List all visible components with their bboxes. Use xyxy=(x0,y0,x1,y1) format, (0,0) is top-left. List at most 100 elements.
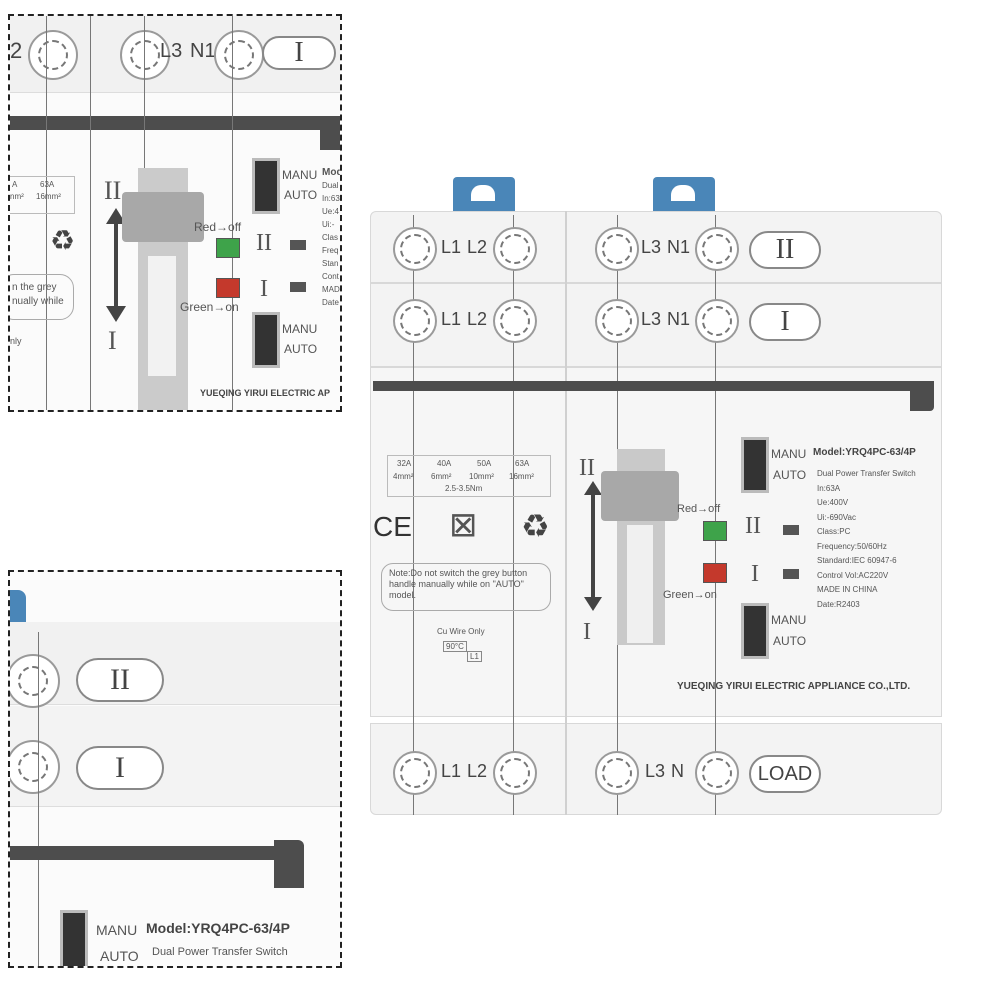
position-i-label: I xyxy=(108,326,117,355)
spec-line: In:63 xyxy=(322,194,340,203)
spec-line: Standard:IEC 60947-6 xyxy=(817,556,897,565)
terminal-screw xyxy=(393,751,437,795)
spec-line: Date:R2403 xyxy=(817,599,860,609)
spec-line: Freq xyxy=(322,246,339,255)
source1-pill: I xyxy=(262,36,336,70)
manu-label: MANU xyxy=(282,168,318,182)
zoom-stripe-end xyxy=(320,116,340,150)
body-stripe-end xyxy=(910,381,934,411)
rating-torque: 2.5-3.5Nm xyxy=(445,484,483,493)
manu-auto-switch-top[interactable] xyxy=(741,437,769,493)
blue-clip-fragment xyxy=(10,590,26,626)
terminal-label: L1 xyxy=(441,761,462,781)
zoom-stripe xyxy=(10,846,300,860)
spec-line: Cont xyxy=(322,272,339,281)
zoom-rating-table xyxy=(10,176,75,214)
zoom-row-ii xyxy=(10,622,340,705)
load-pill: LOAD xyxy=(749,755,821,793)
rating-current: 32A xyxy=(397,459,412,468)
spec-line: Dual Power Transfer Switch xyxy=(817,469,916,478)
rating-cable: 4mm² xyxy=(393,472,414,481)
status-i-slot xyxy=(290,282,306,292)
body-stripe xyxy=(373,381,933,391)
spec-line: Control Vol:AC220V xyxy=(817,570,889,580)
arrow-shaft xyxy=(114,220,118,310)
green-indicator xyxy=(703,521,727,541)
manu-label: MANU xyxy=(96,922,138,938)
green-indicator xyxy=(216,238,240,258)
status-i-slot xyxy=(783,569,799,579)
spec-partial-list: Mod Dual In:63 Ue:4 Ui:- Clas Freq Stan … xyxy=(322,166,342,309)
terminal-label: L1 xyxy=(441,237,462,257)
terminal-screw xyxy=(10,654,60,708)
status-ii-slot xyxy=(290,240,306,250)
rating-cable: 10mm² xyxy=(469,472,494,481)
wire-temp: 90°C xyxy=(443,641,467,652)
guide-line xyxy=(513,215,514,815)
model-subtitle: Dual Power Transfer Switch xyxy=(152,946,288,958)
source1-terminal-row xyxy=(370,283,942,367)
zoom-note-box xyxy=(10,274,74,320)
arrow-up xyxy=(584,481,602,495)
manu-auto-switch-bottom[interactable] xyxy=(741,603,769,659)
manu-auto-switch-top[interactable] xyxy=(252,158,280,214)
terminal-screw xyxy=(695,751,739,795)
red-indicator xyxy=(703,563,727,583)
red-indicator xyxy=(216,278,240,298)
grey-switch-handle[interactable] xyxy=(122,192,204,242)
auto-label: AUTO xyxy=(773,634,807,648)
recycle-icon: ♻ xyxy=(521,508,550,544)
note-box xyxy=(381,563,551,611)
spec-line: Stan xyxy=(322,259,339,268)
note-text: Note:Do not switch the grey button handl… xyxy=(389,568,528,600)
spec-line: Frequency:50/60Hz xyxy=(817,541,887,551)
manu-label: MANU xyxy=(282,322,318,336)
ce-mark: CE xyxy=(373,511,412,542)
spec-line: Dual xyxy=(322,181,339,190)
rating-cell: nm² xyxy=(10,192,24,201)
guide-line xyxy=(46,16,47,410)
spec-line: Date xyxy=(322,298,339,307)
grey-switch-handle[interactable] xyxy=(601,471,679,521)
rating-cell: A xyxy=(12,180,18,189)
terminal-label: N xyxy=(671,761,684,781)
terminal-screw xyxy=(595,299,639,343)
spec-line: Ui:-690Vac xyxy=(817,512,856,522)
manu-auto-switch-bottom[interactable] xyxy=(252,312,280,368)
spec-line: In:63A xyxy=(817,483,841,493)
position-ii-label: II xyxy=(579,455,595,481)
green-on-label: Green→on xyxy=(180,300,239,314)
zoom-inset-bottom: II I MANU AUTO Model:YRQ4PC-63/4P Dual P… xyxy=(8,570,342,968)
zoom-stripe xyxy=(10,116,340,130)
rating-current: 50A xyxy=(477,459,492,468)
terminal-label: L3 xyxy=(641,309,662,329)
terminal-label: L3 xyxy=(160,40,183,62)
rating-cable: 16mm² xyxy=(509,472,534,481)
auto-label: AUTO xyxy=(100,948,139,964)
terminal-screw xyxy=(595,751,639,795)
spec-line: Ue:400V xyxy=(817,498,849,507)
arrow-down xyxy=(584,597,602,611)
rating-current: 63A xyxy=(515,459,530,468)
terminal-label: N1 xyxy=(190,40,216,62)
terminal-screw xyxy=(493,751,537,795)
terminal-label: L2 xyxy=(467,309,488,329)
terminal-screw xyxy=(695,299,739,343)
red-off-label: Red→off xyxy=(677,503,721,515)
terminal-screw xyxy=(214,30,264,80)
spec-line: Clas xyxy=(322,233,339,242)
guide-line xyxy=(413,215,414,815)
weee-icon: ⊠ xyxy=(449,506,478,544)
rating-cable: 6mm² xyxy=(431,472,452,481)
terminal-label: N1 xyxy=(667,309,691,329)
rating-current: 40A xyxy=(437,459,452,468)
status-i-label: I xyxy=(260,276,268,302)
guide-line xyxy=(38,632,39,966)
handle-slot xyxy=(148,256,176,376)
terminal-screw xyxy=(10,740,60,794)
module-divider xyxy=(565,211,567,815)
terminal-screw xyxy=(120,30,170,80)
wire-phase: L1 xyxy=(467,651,482,662)
manu-auto-switch[interactable] xyxy=(60,910,88,966)
model-partial: Mod xyxy=(322,167,342,178)
